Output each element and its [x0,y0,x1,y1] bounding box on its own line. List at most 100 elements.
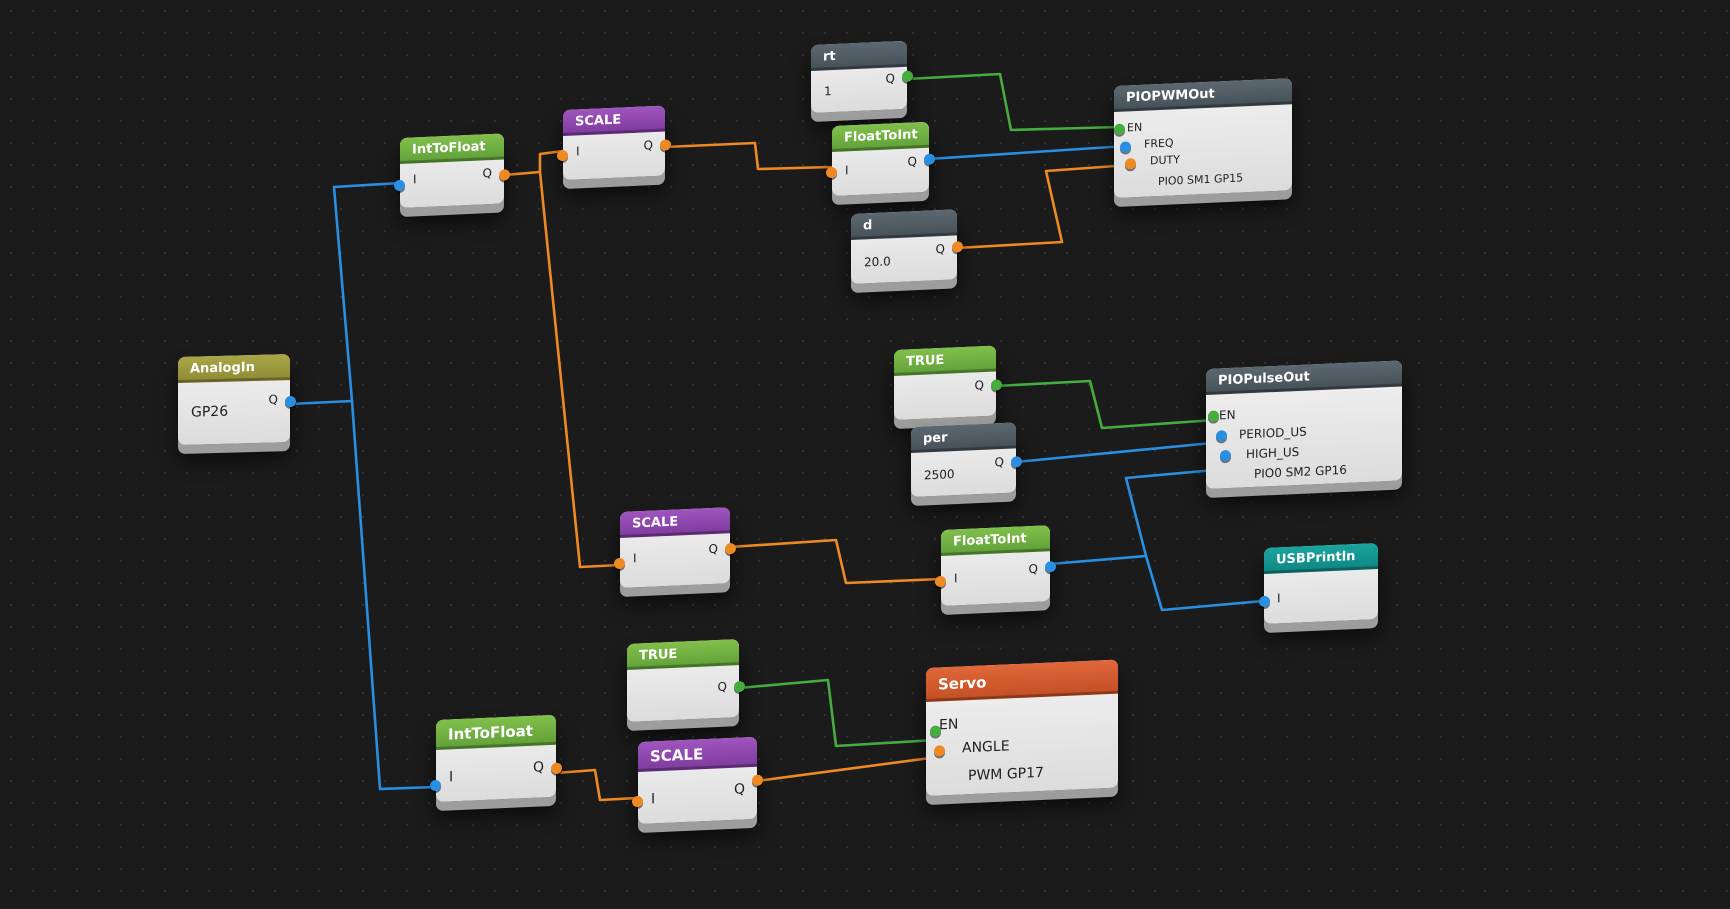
rt-constant-node[interactable]: rt 1 Q [811,40,913,113]
node-title: PIOPulseOut [1206,360,1402,395]
input-port-duty[interactable] [1125,158,1136,170]
input-port-en[interactable] [930,725,941,737]
constant-value: 1 [824,84,832,99]
floattoint-node-2[interactable]: FloatToInt I Q [935,525,1056,606]
per-constant-node[interactable]: per 2500 Q [911,422,1022,497]
output-port[interactable] [1011,456,1022,468]
input-label-en: EN [1219,407,1236,423]
output-label: Q [643,138,653,153]
floattoint-node-1[interactable]: FloatToInt I Q [826,121,935,196]
output-port[interactable] [551,762,562,774]
node-title: SCALE [638,736,757,772]
node-title: TRUE [627,639,739,670]
output-label: Q [733,781,745,798]
pin-config: PIO0 SM2 GP16 [1254,462,1347,481]
wire-true1-pulse-en[interactable] [994,379,1216,430]
input-label: I [413,172,417,187]
input-label-angle: ANGLE [962,738,1010,757]
output-port[interactable] [752,774,763,787]
wire-analogin-bus[interactable] [288,399,354,406]
input-port[interactable] [935,575,946,588]
wire-true2-servo-en[interactable] [737,678,937,748]
input-label: I [845,163,849,178]
output-label: Q [907,154,917,169]
node-title: USBPrintln [1264,543,1378,574]
wire-inttofloat2-scale3[interactable] [554,768,640,802]
input-label-high: HIGH_US [1246,444,1300,462]
output-label: Q [935,241,945,257]
wire-scale2-floattoint2[interactable] [728,538,943,585]
scale-node-2[interactable]: SCALE I Q [614,507,736,588]
node-title: per [911,422,1016,453]
scale-node-1[interactable]: SCALE I Q [557,105,671,180]
scale-node-3[interactable]: SCALE I Q [632,736,763,824]
wire-scale1-floattoint1[interactable] [663,141,834,171]
wire-bus-inttofloat-1[interactable] [332,181,402,403]
piopwmout-node[interactable]: PIOPWMOut EN FREQ DUTY PIO0 SM1 GP15 [1114,78,1292,198]
input-port[interactable] [826,166,837,179]
true-node-1[interactable]: TRUE Q [894,345,1002,420]
wire-junction-usbprintln[interactable] [1144,554,1277,612]
output-label: Q [717,679,727,695]
output-port[interactable] [991,379,1002,391]
input-label: I [651,791,656,808]
analogin-node[interactable]: AnalogIn GP26 Q [178,354,296,445]
output-port[interactable] [725,542,736,555]
input-port-angle[interactable] [934,745,945,757]
node-title: Servo [926,659,1118,702]
output-label: Q [974,378,984,393]
wire-inttofloat1-scale1[interactable] [502,149,565,177]
node-title: SCALE [563,105,665,136]
node-title: SCALE [620,507,730,538]
output-port[interactable] [660,139,671,151]
wire-rt-pwm-en[interactable] [905,72,1122,132]
node-title: d [851,209,957,240]
wire-per-pulse-period[interactable] [1014,440,1224,464]
pin-config: PWM GP17 [968,764,1044,785]
constant-value: 20.0 [864,254,891,270]
pin-label: GP26 [191,403,229,421]
wire-d-pwm-duty[interactable] [955,163,1132,250]
output-label: Q [885,71,895,86]
d-constant-node[interactable]: d 20.0 Q [851,209,963,284]
output-port[interactable] [1045,560,1056,573]
wire-scale3-servo-angle[interactable] [755,755,940,783]
input-port[interactable] [1259,595,1270,608]
output-port[interactable] [924,153,935,165]
node-title: FloatToInt [941,525,1050,556]
inttofloat-node-2[interactable]: IntToFloat I Q [430,714,562,802]
true-node-2[interactable]: TRUE Q [627,639,745,722]
input-port-period[interactable] [1216,430,1227,442]
input-port[interactable] [632,795,643,808]
input-label: I [1277,591,1281,606]
piopulseout-node[interactable]: PIOPulseOut EN PERIOD_US HIGH_US PIO0 SM… [1206,360,1402,489]
node-title: PIOPWMOut [1114,78,1292,112]
output-port[interactable] [499,169,510,181]
input-label: I [576,144,580,159]
wire-floattoint2-junction[interactable] [1048,554,1148,566]
input-label-en: EN [939,716,959,734]
input-port-high[interactable] [1220,449,1231,462]
servo-node[interactable]: Servo EN ANGLE PWM GP17 [926,659,1118,796]
input-label: I [954,571,958,586]
output-port[interactable] [734,680,745,693]
input-label-en: EN [1127,120,1143,135]
input-port-en[interactable] [1208,410,1219,422]
output-port[interactable] [902,70,913,83]
input-label-duty: DUTY [1150,153,1180,168]
input-port-freq[interactable] [1120,141,1131,153]
input-port[interactable] [557,149,568,162]
input-port-en[interactable] [1114,123,1125,135]
wire-bus-inttofloat-2[interactable] [350,399,438,791]
input-port[interactable] [394,179,405,192]
input-label: I [633,551,637,566]
usbprintln-node[interactable]: USBPrintln I [1259,543,1378,624]
wire-floattoint1-pwm-freq[interactable] [927,144,1128,161]
output-port[interactable] [952,241,963,253]
wire-inttofloat1-scale2[interactable] [538,170,622,569]
input-port[interactable] [614,557,625,570]
inttofloat-node-1[interactable]: IntToFloat I Q [394,133,510,208]
output-port[interactable] [285,395,296,408]
input-port[interactable] [430,779,441,792]
